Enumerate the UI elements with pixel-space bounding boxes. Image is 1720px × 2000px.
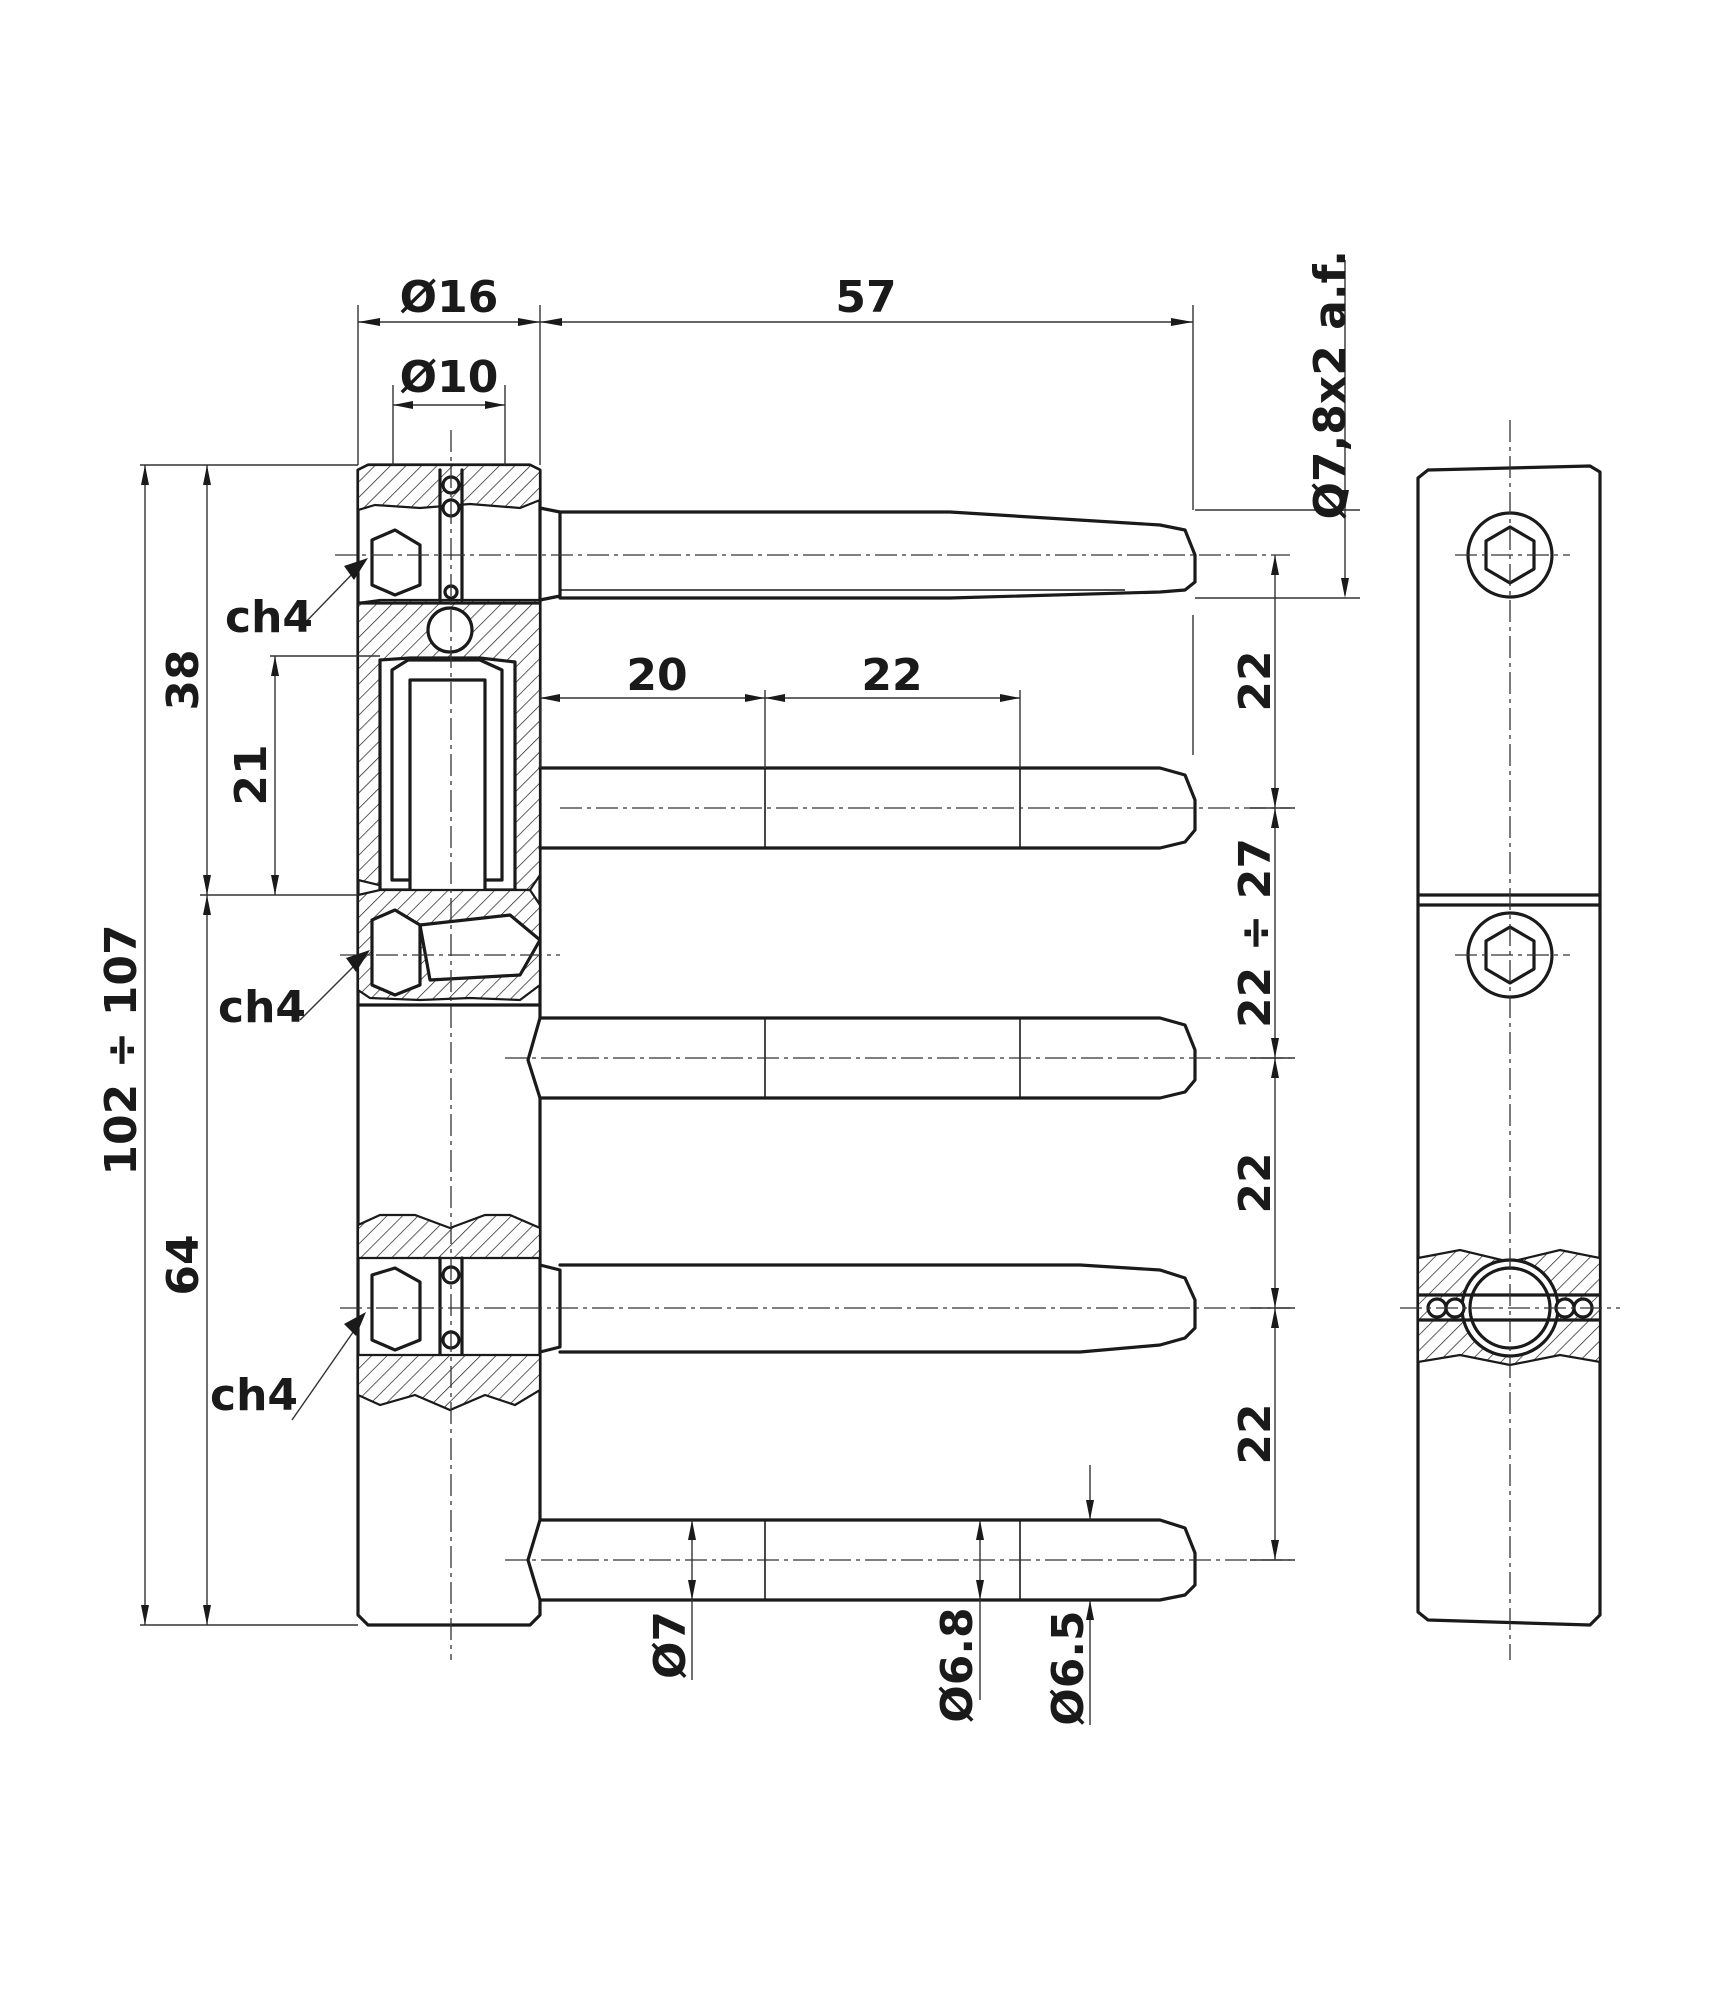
label-pitch-1: 22 [1230, 650, 1281, 711]
label-pitch-4: 22 [1230, 1403, 1281, 1464]
dimension-lines [140, 260, 1360, 1725]
label-38: 38 [158, 649, 209, 710]
label-ch4-lower: ch4 [210, 1370, 298, 1421]
label-ch4-upper: ch4 [225, 592, 313, 643]
label-dia-10: Ø10 [400, 352, 499, 403]
label-total-height: 102 ÷ 107 [96, 924, 147, 1175]
pin-centerlines [335, 554, 1290, 1561]
label-dia-16: Ø16 [400, 272, 499, 323]
hinge-barrel [356, 463, 542, 1627]
pin-top [538, 506, 1197, 602]
dimension-labels: Ø16 57 Ø10 Ø7,8x2 a.f. 20 22 22 22 ÷ 27 … [96, 250, 1356, 1726]
label-dia-6-5: Ø6.5 [1043, 1610, 1094, 1725]
label-pin-thread: Ø7,8x2 a.f. [1305, 250, 1356, 520]
label-ch4-middle: ch4 [218, 982, 306, 1033]
label-20: 20 [626, 650, 687, 701]
label-pitch-3: 22 [1230, 1152, 1281, 1213]
label-dia-6-8: Ø6.8 [932, 1607, 983, 1722]
label-22-step: 22 [861, 650, 922, 701]
hex-leaders [291, 558, 370, 1421]
label-64: 64 [158, 1234, 209, 1295]
label-dia-7: Ø7 [645, 1611, 696, 1679]
label-21: 21 [226, 744, 277, 805]
dimension-arrows [141, 318, 1349, 1625]
label-57: 57 [835, 272, 896, 323]
label-pitch-adjustable: 22 ÷ 27 [1230, 838, 1281, 1028]
side-view [1400, 420, 1620, 1660]
